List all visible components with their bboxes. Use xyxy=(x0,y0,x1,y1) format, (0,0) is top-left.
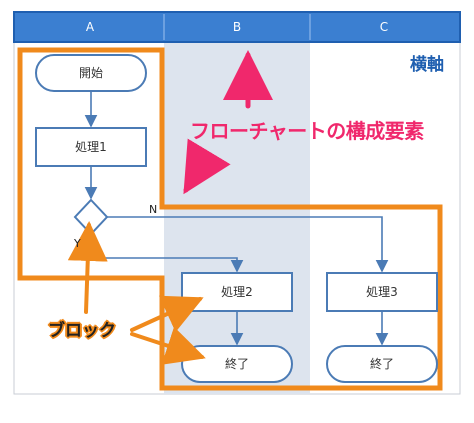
column-header-c[interactable]: C xyxy=(379,20,389,34)
end-node-c-label: 終了 xyxy=(369,357,394,371)
start-node-label: 開始 xyxy=(78,66,103,80)
orange-arrow-to-decision xyxy=(67,221,108,314)
pink-arrow-to-block xyxy=(183,138,231,195)
process1-node-label: 処理1 xyxy=(75,140,107,154)
header-bar xyxy=(13,11,461,43)
connector-decision-no xyxy=(107,216,389,273)
block-callout: ブロック xyxy=(48,321,116,341)
branch-no-label: N xyxy=(149,203,158,216)
process3-node-label: 処理3 xyxy=(366,285,398,299)
components-callout: フローチャートの構成要素 xyxy=(190,119,424,143)
orange-arrow-to-process2 xyxy=(130,295,204,333)
column-header-b[interactable]: B xyxy=(232,20,242,34)
end-node-b-label: 終了 xyxy=(224,357,249,371)
horizontal-axis-label: 横軸 xyxy=(410,55,444,75)
process3-node xyxy=(326,272,438,312)
block-outline xyxy=(17,47,443,391)
orange-arrow-to-end xyxy=(130,326,206,365)
column-header-a[interactable]: A xyxy=(85,20,95,34)
branch-yes-label: Y xyxy=(74,237,81,250)
end-node-c xyxy=(326,345,438,383)
process2-node-label: 処理2 xyxy=(221,285,253,299)
